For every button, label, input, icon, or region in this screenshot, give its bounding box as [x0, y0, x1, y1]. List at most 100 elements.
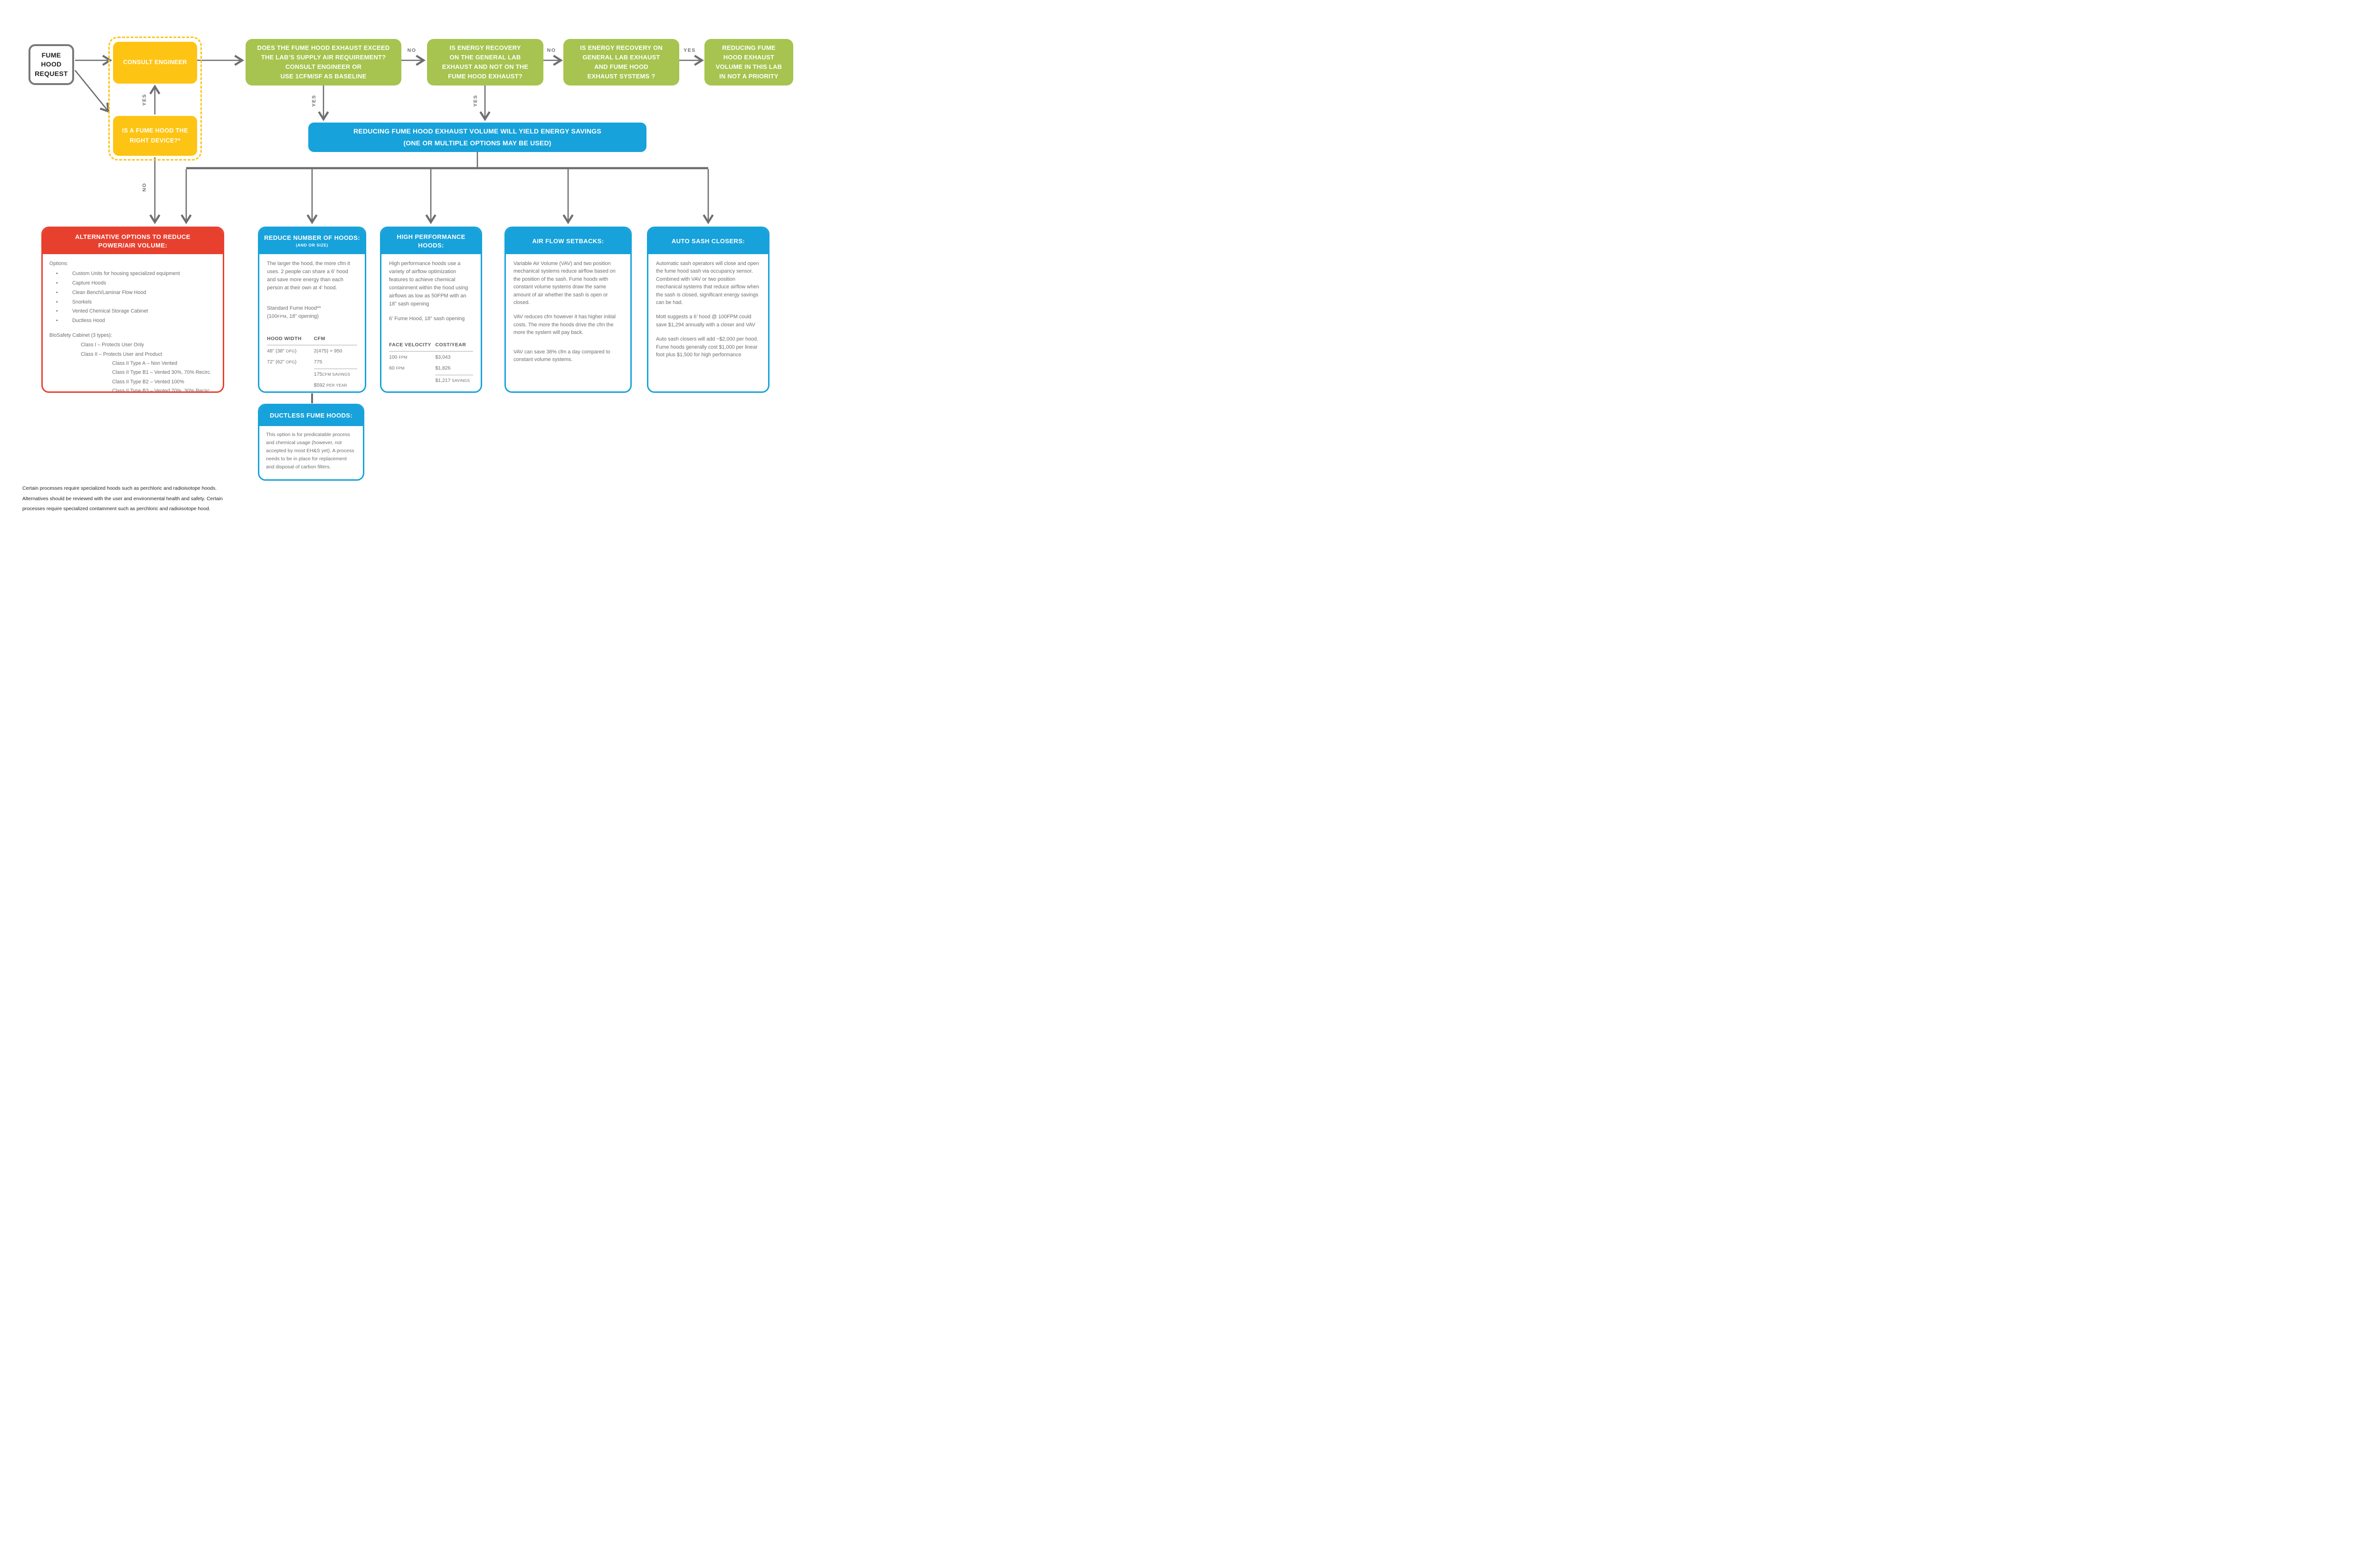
not-priority-node: REDUCING FUME HOOD EXHAUST VOLUME IN THI… — [704, 39, 793, 86]
list-item: • Snorkels — [49, 299, 217, 306]
high-performance-title: HIGH PERFORMANCE HOODS: — [381, 228, 481, 254]
yes-edge-label: YES — [473, 95, 478, 107]
energy-savings-banner: REDUCING FUME HOOD EXHAUST VOLUME WILL Y… — [308, 123, 646, 152]
consult-engineer-node: CONSULT ENGINEER — [113, 42, 197, 84]
options-label: Options: — [49, 261, 68, 266]
cost-cell: $3,043 — [435, 354, 451, 360]
option-text: Snorkels — [72, 299, 92, 305]
alternative-options-title: ALTERNATIVE OPTIONS TO REDUCE POWER/AIR … — [43, 228, 223, 254]
table-row: 72” (62” OPG) 775 — [267, 356, 357, 367]
yes-edge-label: YES — [684, 48, 696, 53]
table-row: 100 FPM $3,043 — [389, 352, 473, 362]
table-row: 48” (38” OPG) 2(475) = 950 — [267, 345, 357, 356]
hood-width-cfm-table: HOOD WIDTH CFM 48” (38” OPG) 2(475) = 95… — [267, 333, 357, 391]
body-paragraph: Mott suggests a 6’ hood @ 100FPM could s… — [656, 314, 756, 328]
velocity-cell: 100 FPM — [389, 354, 408, 360]
panel-title: REDUCE NUMBER OF HOODS: — [264, 234, 361, 242]
cfm-savings-cell: 175CFM SAVINGS — [314, 371, 351, 378]
biosafety-class: Class II Type A – Non Vented — [112, 360, 178, 366]
fume-hood-request-node: FUME HOOD REQUEST — [28, 44, 74, 85]
bullet-icon: • — [56, 280, 58, 286]
yes-edge-label: YES — [311, 95, 317, 107]
high-performance-panel: HIGH PERFORMANCE HOODS: High performance… — [380, 227, 482, 393]
cfm-cell: 775 — [314, 359, 323, 365]
option-text: Custom Units for housing specialized equ… — [72, 270, 180, 276]
hood-width-header: HOOD WIDTH — [267, 335, 302, 342]
auto-sash-closers-panel: AUTO SASH CLOSERS: Automatic sash operat… — [647, 227, 770, 393]
table-row: $592 PER YEAR — [267, 380, 357, 391]
biosafety-class: Class II – Protects User and Product — [81, 351, 162, 357]
option-text: Capture Hoods — [72, 280, 106, 286]
standard-hood-title: Standard Fume Hood** — [267, 305, 321, 312]
biosafety-class: Class II Type B3 – Vented 70%, 30% Recir… — [112, 388, 211, 393]
high-performance-body: High performance hoods use a variety of … — [381, 254, 481, 391]
reduce-hoods-panel: REDUCE NUMBER OF HOODS: (AND OR SIZE) Th… — [258, 227, 366, 393]
option-text: Clean Bench/Laminar Flow Hood — [72, 289, 146, 295]
cfm-cell: 2(475) = 950 — [314, 348, 342, 354]
body-paragraph: VAV can save 38% cfm a day compared to c… — [513, 349, 610, 363]
auto-sash-title: AUTO SASH CLOSERS: — [648, 228, 768, 254]
yes-edge-label: YES — [142, 94, 147, 106]
hood-width-cell: 48” (38” OPG) — [267, 348, 297, 354]
fume-hood-flowchart: YES YES YES NO NO NO YES FUME HOOD REQUE… — [0, 0, 808, 523]
savings-cell: $1,217 SAVINGS — [435, 378, 470, 384]
bullet-icon: • — [56, 299, 58, 305]
engineer-decision-group — [108, 37, 202, 161]
ductless-title: DUCTLESS FUME HOODS: — [259, 405, 363, 426]
body-paragraph: The larger the hood, the more cfm it use… — [267, 261, 350, 291]
cfm-header: CFM — [314, 335, 325, 342]
energy-recovery-general-question-node: IS ENERGY RECOVERY ON THE GENERAL LAB EX… — [427, 39, 543, 86]
air-flow-title: AIR FLOW SETBACKS: — [506, 228, 630, 254]
biosafety-label: BioSafety Cabinet (3 types): — [49, 333, 112, 339]
table-header-row: FACE VELOCITY COST/YEAR — [389, 339, 473, 352]
exhaust-exceed-question-node: DOES THE FUME HOOD EXHAUST EXCEED THE LA… — [246, 39, 401, 86]
arrow-start-to-device — [74, 70, 108, 111]
reduce-hoods-title: REDUCE NUMBER OF HOODS: (AND OR SIZE) — [259, 228, 365, 254]
body-paragraph: High performance hoods use a variety of … — [389, 261, 468, 307]
body-paragraph: Auto sash closers will add ~$2,000 per h… — [656, 336, 759, 358]
ductless-body: This option is for predicatable process … — [266, 432, 354, 470]
table-row: 175CFM SAVINGS — [267, 369, 357, 380]
biosafety-class: Class II Type B2 – Vented 100% — [112, 379, 184, 385]
air-flow-setbacks-panel: AIR FLOW SETBACKS: Variable Air Volume (… — [504, 227, 632, 393]
panel-subtitle: (AND OR SIZE) — [295, 243, 329, 248]
connector-lines — [74, 0, 808, 403]
list-item: • Vented Chemical Storage Cabinet — [49, 308, 217, 315]
table-header-row: HOOD WIDTH CFM — [267, 333, 357, 346]
cost-year-header: COST/YEAR — [435, 342, 466, 348]
alternative-options-body: Options: • Custom Units for housing speci… — [43, 254, 223, 393]
example-line: 6’ Fume Hood, 18” sash opening — [389, 316, 465, 322]
face-velocity-header: FACE VELOCITY — [389, 342, 431, 348]
face-velocity-cost-table: FACE VELOCITY COST/YEAR 100 FPM $3,043 6… — [389, 339, 473, 386]
standard-hood-detail: (100FPM, 18” opening) — [267, 314, 319, 320]
table-row: 60 FPM $1,826 — [389, 362, 473, 373]
list-item: • Ductless Hood — [49, 317, 217, 325]
option-text: Vented Chemical Storage Cabinet — [72, 308, 148, 314]
bullet-icon: • — [56, 270, 58, 276]
standard-hood-spec: Standard Fume Hood** (100FPM, 18” openin… — [267, 304, 357, 321]
body-paragraph: Variable Air Volume (VAV) and two positi… — [513, 261, 616, 306]
cost-per-year-cell: $592 PER YEAR — [314, 382, 347, 389]
list-item: •Clean Bench/Laminar Flow Hood — [49, 289, 217, 297]
ductless-fume-hoods-panel: DUCTLESS FUME HOODS: This option is for … — [258, 404, 364, 481]
list-item: • Custom Units for housing specialized eq… — [49, 270, 217, 278]
option-text: Ductless Hood — [72, 318, 105, 324]
list-item: • Capture Hoods — [49, 280, 217, 287]
air-flow-body: Variable Air Volume (VAV) and two positi… — [506, 254, 630, 376]
reduce-hoods-body: The larger the hood, the more cfm it use… — [259, 254, 365, 391]
biosafety-class: Class I – Protects User Only — [81, 342, 144, 348]
biosafety-class: Class II Type B1 – Vented 30%, 70% Recir… — [112, 370, 211, 376]
right-device-question-node: IS A FUME HOOD THE RIGHT DEVICE?* — [113, 116, 197, 156]
alternative-options-panel: ALTERNATIVE OPTIONS TO REDUCE POWER/AIR … — [41, 227, 224, 393]
energy-recovery-both-question-node: IS ENERGY RECOVERY ON GENERAL LAB EXHAUS… — [563, 39, 679, 86]
cost-cell: $1,826 — [435, 365, 451, 371]
no-edge-label: NO — [547, 48, 556, 53]
table-row: $1,217 SAVINGS — [389, 375, 473, 386]
footnote: Certain processes require specialized ho… — [22, 485, 223, 512]
body-paragraph: VAV reduces cfm however it has higher in… — [513, 314, 616, 336]
bullet-icon: • — [56, 318, 58, 324]
auto-sash-body: Automatic sash operators will close and … — [648, 254, 768, 371]
bullet-icon: • — [56, 308, 58, 314]
no-edge-label: NO — [142, 182, 147, 192]
hood-width-cell: 72” (62” OPG) — [267, 359, 297, 365]
